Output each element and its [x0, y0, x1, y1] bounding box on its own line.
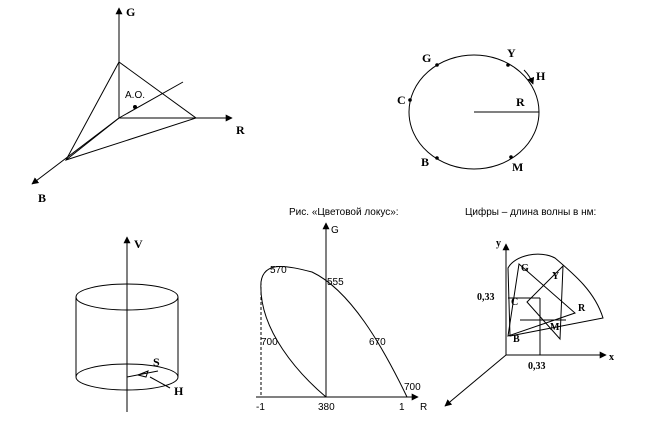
- label-r: R: [516, 95, 525, 109]
- label-g: G: [422, 51, 431, 65]
- label-670: 670: [369, 337, 386, 348]
- label-s: S: [153, 355, 160, 369]
- s-line: [126, 370, 159, 378]
- h-pointer: [149, 376, 171, 389]
- caption-locus: Рис. «Цветовой локус»:: [289, 207, 399, 218]
- hue-arrow: [523, 69, 535, 85]
- color-triangle: [64, 61, 198, 161]
- achromatic-point: [133, 105, 137, 109]
- label-x-axis: x: [609, 352, 614, 363]
- tick-x-033: 0,33: [528, 361, 546, 372]
- label-achromatic: A.O.: [125, 90, 145, 101]
- tick-1: 1: [399, 402, 405, 413]
- label-570: 570: [270, 265, 287, 276]
- gray-diagonal: [118, 81, 184, 119]
- label-y: Y: [507, 46, 516, 60]
- triangle-1: [507, 263, 576, 337]
- xy-chromaticity-diagram: y x 0,33 0,33 G Y C R M B: [444, 238, 614, 407]
- label-c: C: [511, 297, 518, 308]
- label-b: B: [421, 155, 429, 169]
- label-m: M: [512, 160, 523, 174]
- label-g: G: [126, 5, 135, 19]
- label-c: C: [397, 93, 406, 107]
- label-v: V: [134, 237, 143, 251]
- hue-circle-diagram: G Y H C R B M: [397, 46, 546, 174]
- z-axis: [444, 354, 507, 407]
- label-b: B: [38, 191, 46, 205]
- label-g: G: [521, 263, 529, 274]
- spectral-locus: [507, 253, 604, 337]
- label-700-left: 700: [261, 337, 278, 348]
- color-locus-diagram: 570 555 700 670 700 -1 380 1 G R: [256, 222, 427, 413]
- label-b: B: [513, 334, 520, 345]
- label-r: R: [578, 303, 586, 314]
- label-h: H: [536, 69, 546, 83]
- tick-y-033: 0,33: [477, 292, 495, 303]
- label-h: H: [174, 384, 184, 398]
- locus-curve: [260, 265, 408, 398]
- hsv-cylinder-diagram: V S H: [75, 236, 184, 412]
- caption-wavelength: Цифры – длина волны в нм:: [465, 206, 596, 218]
- label-555: 555: [327, 277, 344, 288]
- label-y: Y: [552, 271, 560, 282]
- label-g: G: [331, 225, 339, 236]
- label-m: M: [550, 322, 560, 333]
- label-r: R: [420, 402, 427, 413]
- rgb-cube-diagram: G R B A.O.: [31, 5, 245, 205]
- tick-380: 380: [318, 402, 335, 413]
- label-700-right: 700: [404, 382, 421, 393]
- label-y-axis: y: [496, 238, 501, 249]
- label-r: R: [236, 123, 245, 137]
- tick-minus-1: -1: [256, 402, 265, 413]
- cylinder-bottom: [75, 363, 179, 391]
